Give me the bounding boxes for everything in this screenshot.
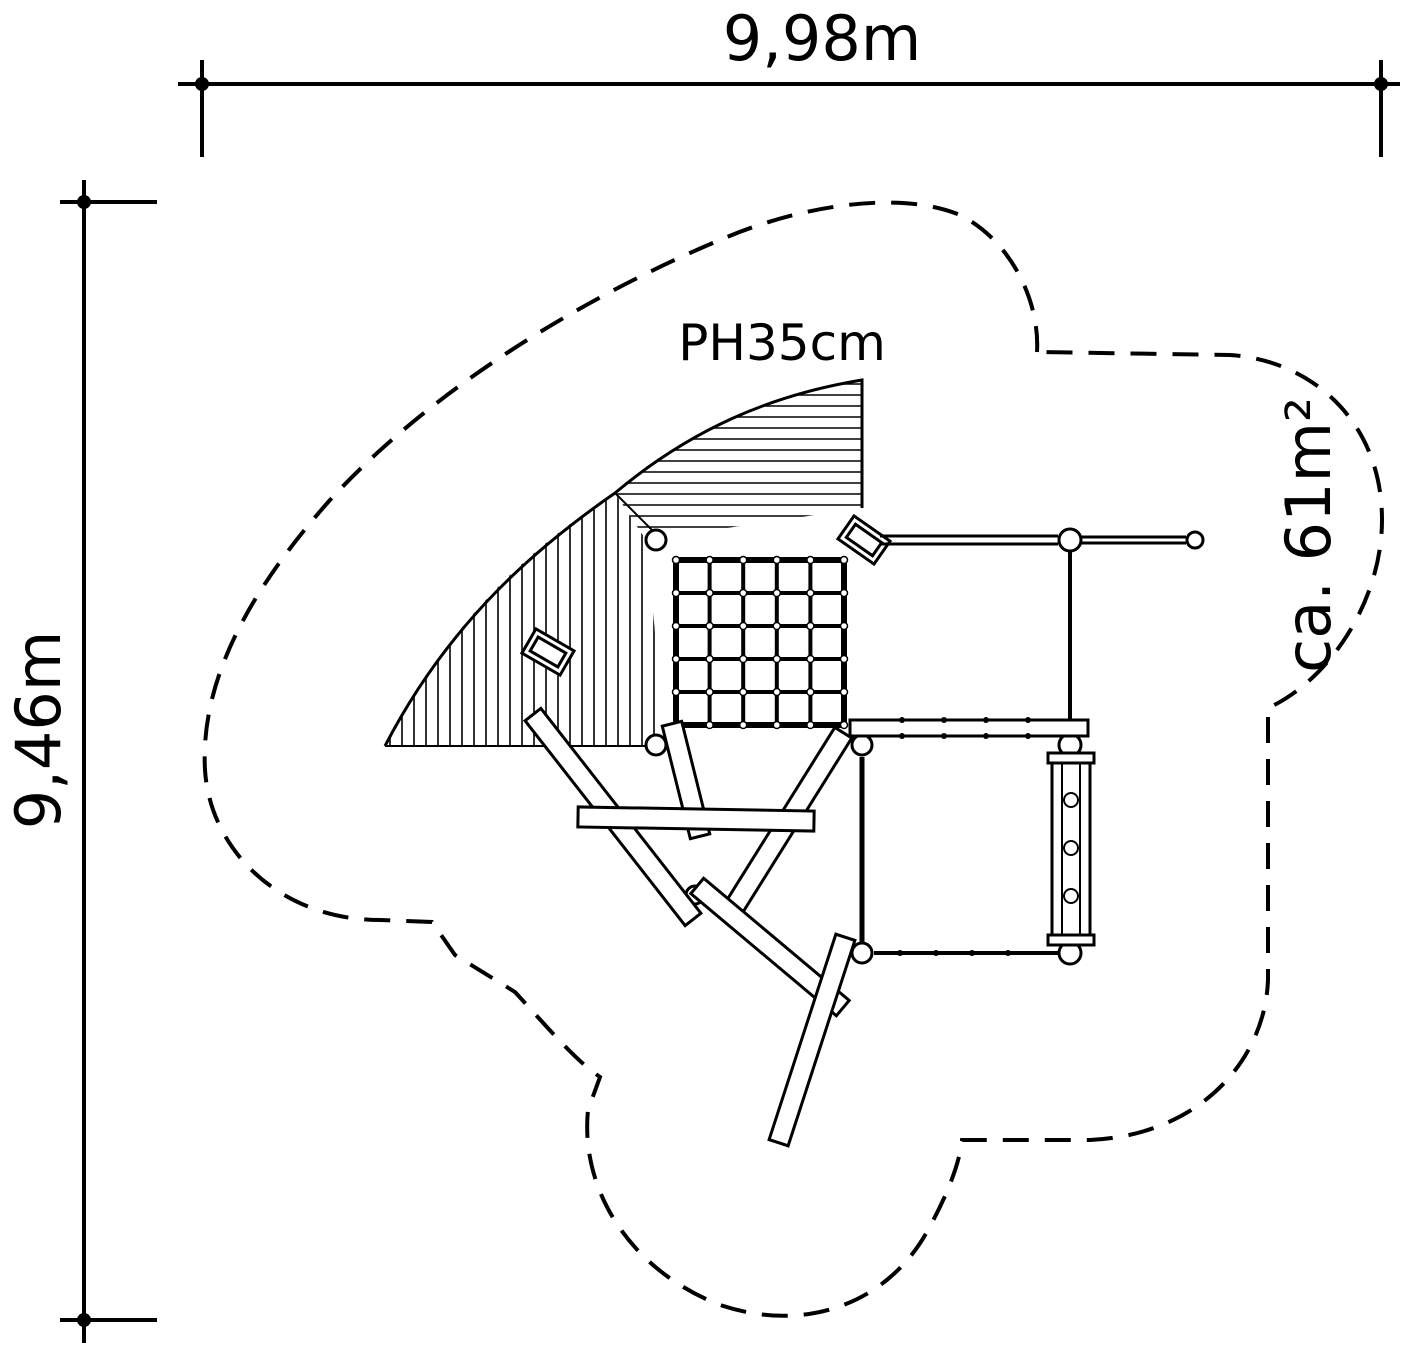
net-knot <box>738 687 748 697</box>
net-knot <box>806 720 815 730</box>
safety-area-outline <box>202 200 1385 1318</box>
net-knot <box>671 654 681 664</box>
net-knot <box>705 687 714 697</box>
post <box>644 528 668 552</box>
net-knot <box>806 687 815 697</box>
peg <box>899 717 905 723</box>
timber-beams <box>522 706 857 1148</box>
net-knot <box>839 621 849 631</box>
knot <box>1005 950 1011 956</box>
climbing-net <box>671 555 849 730</box>
net-knot <box>839 654 849 664</box>
net-knot <box>705 720 714 730</box>
post <box>644 733 668 757</box>
net-knot <box>839 555 849 565</box>
width-dimension-dot-right <box>1374 77 1388 91</box>
net-knot <box>839 687 849 697</box>
sloped-deck <box>383 378 864 747</box>
rung <box>1063 840 1079 856</box>
net-knot <box>738 654 748 664</box>
lower-log-diagonal <box>688 876 852 1018</box>
knot <box>969 950 975 956</box>
net-knot <box>738 588 748 598</box>
area-label: ca. 61m² <box>1272 397 1345 673</box>
net-knot <box>705 621 714 631</box>
post <box>1185 530 1205 550</box>
net-knot <box>671 621 681 631</box>
net-knot <box>839 720 849 730</box>
net-knot <box>705 555 714 565</box>
peg <box>941 733 947 739</box>
net-knot <box>806 555 815 565</box>
handle-block-top <box>835 513 893 567</box>
rope-knots <box>897 950 1011 956</box>
net-knot <box>806 654 815 664</box>
post <box>850 733 874 757</box>
net-knot <box>772 687 782 697</box>
peg <box>941 717 947 723</box>
net-knot <box>772 588 782 598</box>
peg <box>1025 733 1031 739</box>
net-knot <box>772 621 782 631</box>
post <box>850 941 874 965</box>
net-knot <box>772 654 782 664</box>
cross-log <box>576 805 816 833</box>
knot <box>933 950 939 956</box>
knot <box>897 950 903 956</box>
lower-log-steep <box>767 932 857 1148</box>
net-knot <box>671 555 681 565</box>
deck-curved-edge <box>383 378 864 747</box>
net-grid <box>671 555 849 730</box>
post <box>1057 527 1083 553</box>
platform-height-label: PH35cm <box>678 314 886 372</box>
peg <box>983 717 989 723</box>
net-knot <box>806 588 815 598</box>
width-dimension-dot-left <box>195 77 209 91</box>
net-knot <box>839 588 849 598</box>
peg <box>899 733 905 739</box>
rope-ladder-rungs <box>1063 792 1079 904</box>
depth-dimension-dot-top <box>77 195 91 209</box>
net-knot <box>671 687 681 697</box>
net-knot <box>705 654 714 664</box>
deck-hatching-horizontal <box>615 383 862 539</box>
net-knot <box>806 621 815 631</box>
net-knot <box>738 555 748 565</box>
width-label: 9,98m <box>723 2 921 75</box>
handle-block-left <box>519 626 577 678</box>
balance-beam <box>848 718 1090 738</box>
depth-label: 9,46m <box>2 631 75 829</box>
net-knot <box>705 588 714 598</box>
net-knot <box>772 720 782 730</box>
net-knot <box>738 621 748 631</box>
net-knot <box>671 588 681 598</box>
width-dimension: 9,98m <box>178 2 1400 157</box>
rope-structure <box>848 534 1186 956</box>
net-knot <box>772 555 782 565</box>
deck-hatching-vertical <box>389 493 666 746</box>
net-frame <box>673 557 847 728</box>
balance-beam-pegs <box>899 717 1031 739</box>
peg <box>983 733 989 739</box>
rung <box>1063 888 1079 904</box>
depth-dimension: 9,46m <box>2 180 157 1343</box>
peg <box>1025 717 1031 723</box>
depth-dimension-dot-bottom <box>77 1313 91 1327</box>
net-knot <box>738 720 748 730</box>
rung <box>1063 792 1079 808</box>
